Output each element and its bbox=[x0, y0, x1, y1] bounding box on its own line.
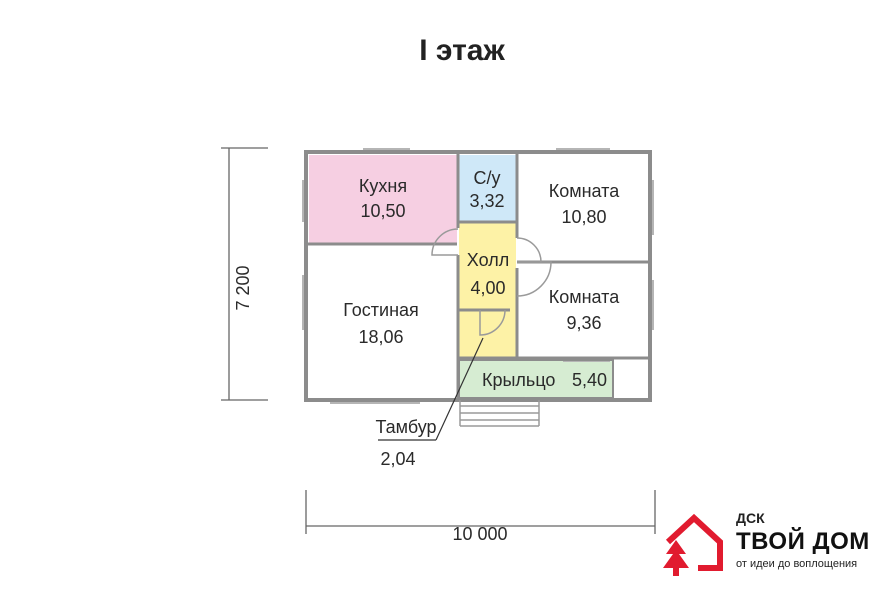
hall-area: 4,00 bbox=[470, 278, 505, 298]
living-name: Гостиная bbox=[343, 300, 419, 320]
height-dimension-line bbox=[221, 147, 268, 401]
living-area: 18,06 bbox=[358, 327, 403, 347]
door-swings bbox=[431, 228, 552, 336]
room2-area: 9,36 bbox=[566, 313, 601, 333]
kitchen-name: Кухня bbox=[359, 176, 407, 196]
vestibule-name: Тамбур bbox=[375, 417, 436, 437]
hall-name: Холл bbox=[467, 250, 509, 270]
kitchen-fill bbox=[309, 155, 457, 243]
kitchen-area: 10,50 bbox=[360, 201, 405, 221]
room2-name: Комната bbox=[549, 287, 620, 307]
logo-main-text: ТВОЙ ДОМ bbox=[736, 528, 870, 555]
bathroom-fill bbox=[459, 155, 516, 221]
logo-small-text: ДСК bbox=[736, 510, 765, 526]
width-dimension-line bbox=[305, 490, 656, 534]
height-dimension-label: 7 200 bbox=[233, 265, 253, 310]
porch-area: 5,40 bbox=[572, 370, 607, 390]
logo-tagline: от идеи до воплощения bbox=[736, 558, 858, 570]
outer-walls bbox=[304, 150, 652, 402]
company-logo: ДСК ТВОЙ ДОМ от идеи до воплощения bbox=[658, 508, 888, 588]
hall-fill bbox=[459, 223, 516, 358]
interior-walls bbox=[308, 152, 649, 400]
width-dimension-label: 10 000 bbox=[452, 524, 507, 544]
room1-area: 10,80 bbox=[561, 207, 606, 227]
steps bbox=[459, 400, 540, 427]
bathroom-area: 3,32 bbox=[469, 191, 504, 211]
porch-outline bbox=[458, 359, 614, 399]
porch-name: Крыльцо bbox=[482, 370, 555, 390]
bathroom-name: С/у bbox=[474, 168, 501, 188]
vestibule-area: 2,04 bbox=[380, 449, 415, 469]
floor-title: I этаж bbox=[419, 34, 505, 67]
house-tree-logo-icon bbox=[663, 513, 723, 576]
vestibule-leader bbox=[378, 337, 484, 441]
room1-name: Комната bbox=[549, 181, 620, 201]
porch-fill bbox=[459, 360, 613, 398]
